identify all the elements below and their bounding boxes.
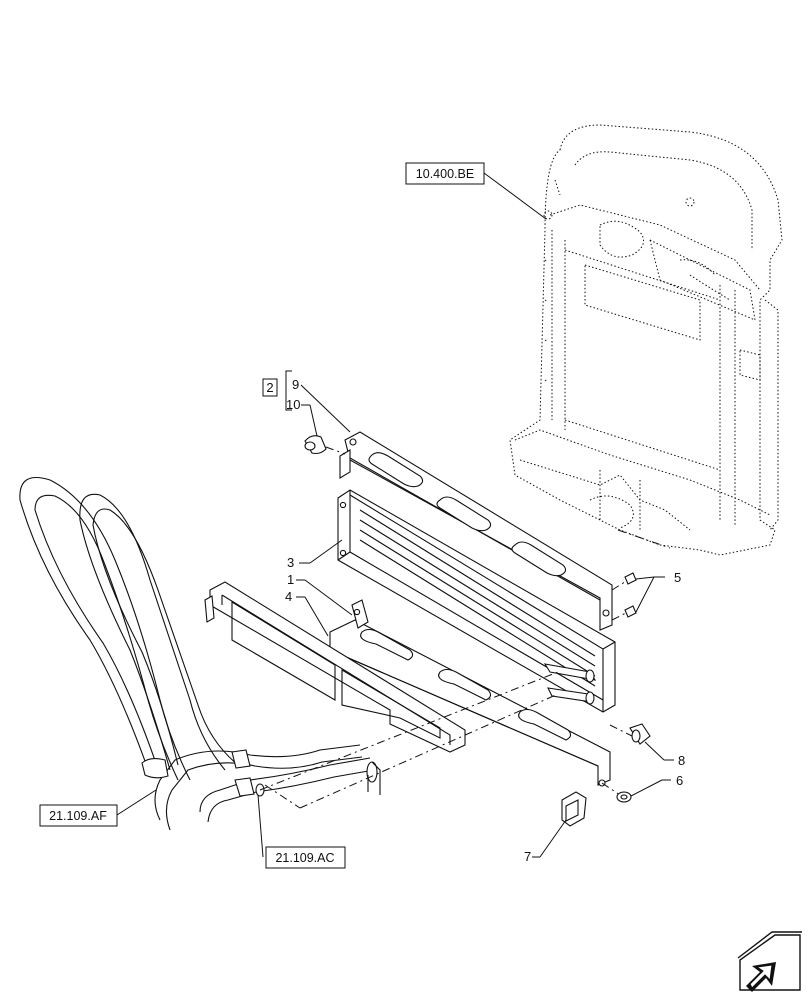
callout-3[interactable]: 3 [287, 555, 294, 570]
radiator-ref-label: 10.400.BE [416, 167, 474, 181]
callout-6[interactable]: 6 [676, 773, 683, 788]
radiator-ref-box[interactable]: 10.400.BE [405, 162, 485, 185]
hose-assembly [19, 476, 381, 831]
part-4-frame-seal [204, 581, 466, 753]
part-8-fitting [629, 723, 651, 745]
callout-5[interactable]: 5 [674, 570, 681, 585]
part-1-bottom-bracket [329, 599, 611, 787]
part-10-plug [304, 435, 327, 455]
callout-1[interactable]: 1 [287, 572, 294, 587]
callout-7[interactable]: 7 [524, 849, 531, 864]
hose-ref-af-box[interactable]: 21.109.AF [39, 804, 118, 827]
hose-ref-ac-label: 21.109.AC [275, 851, 334, 865]
callout-4[interactable]: 4 [285, 589, 292, 604]
callout-leaders [116, 370, 674, 858]
part-6-washer [616, 791, 632, 803]
part-top-bracket [339, 431, 613, 631]
radiator-ref-leader [483, 172, 547, 220]
kit-number: 2 [266, 380, 273, 395]
radiator-assembly-reference [509, 124, 783, 556]
hose-ref-ac-box[interactable]: 21.109.AC [265, 846, 346, 869]
next-page-arrow-icon[interactable] [737, 931, 802, 992]
hose-ref-af-label: 21.109.AF [49, 809, 107, 823]
callout-8[interactable]: 8 [678, 753, 685, 768]
part-5-bolts [624, 572, 637, 618]
plug-axis-line [325, 446, 346, 455]
part-7-clip [561, 791, 587, 827]
part-3-cooler-core [337, 489, 616, 713]
callout-9[interactable]: 9 [292, 377, 299, 392]
callout-10[interactable]: 10 [286, 397, 300, 412]
kit-bracket[interactable]: 2 [262, 378, 278, 397]
